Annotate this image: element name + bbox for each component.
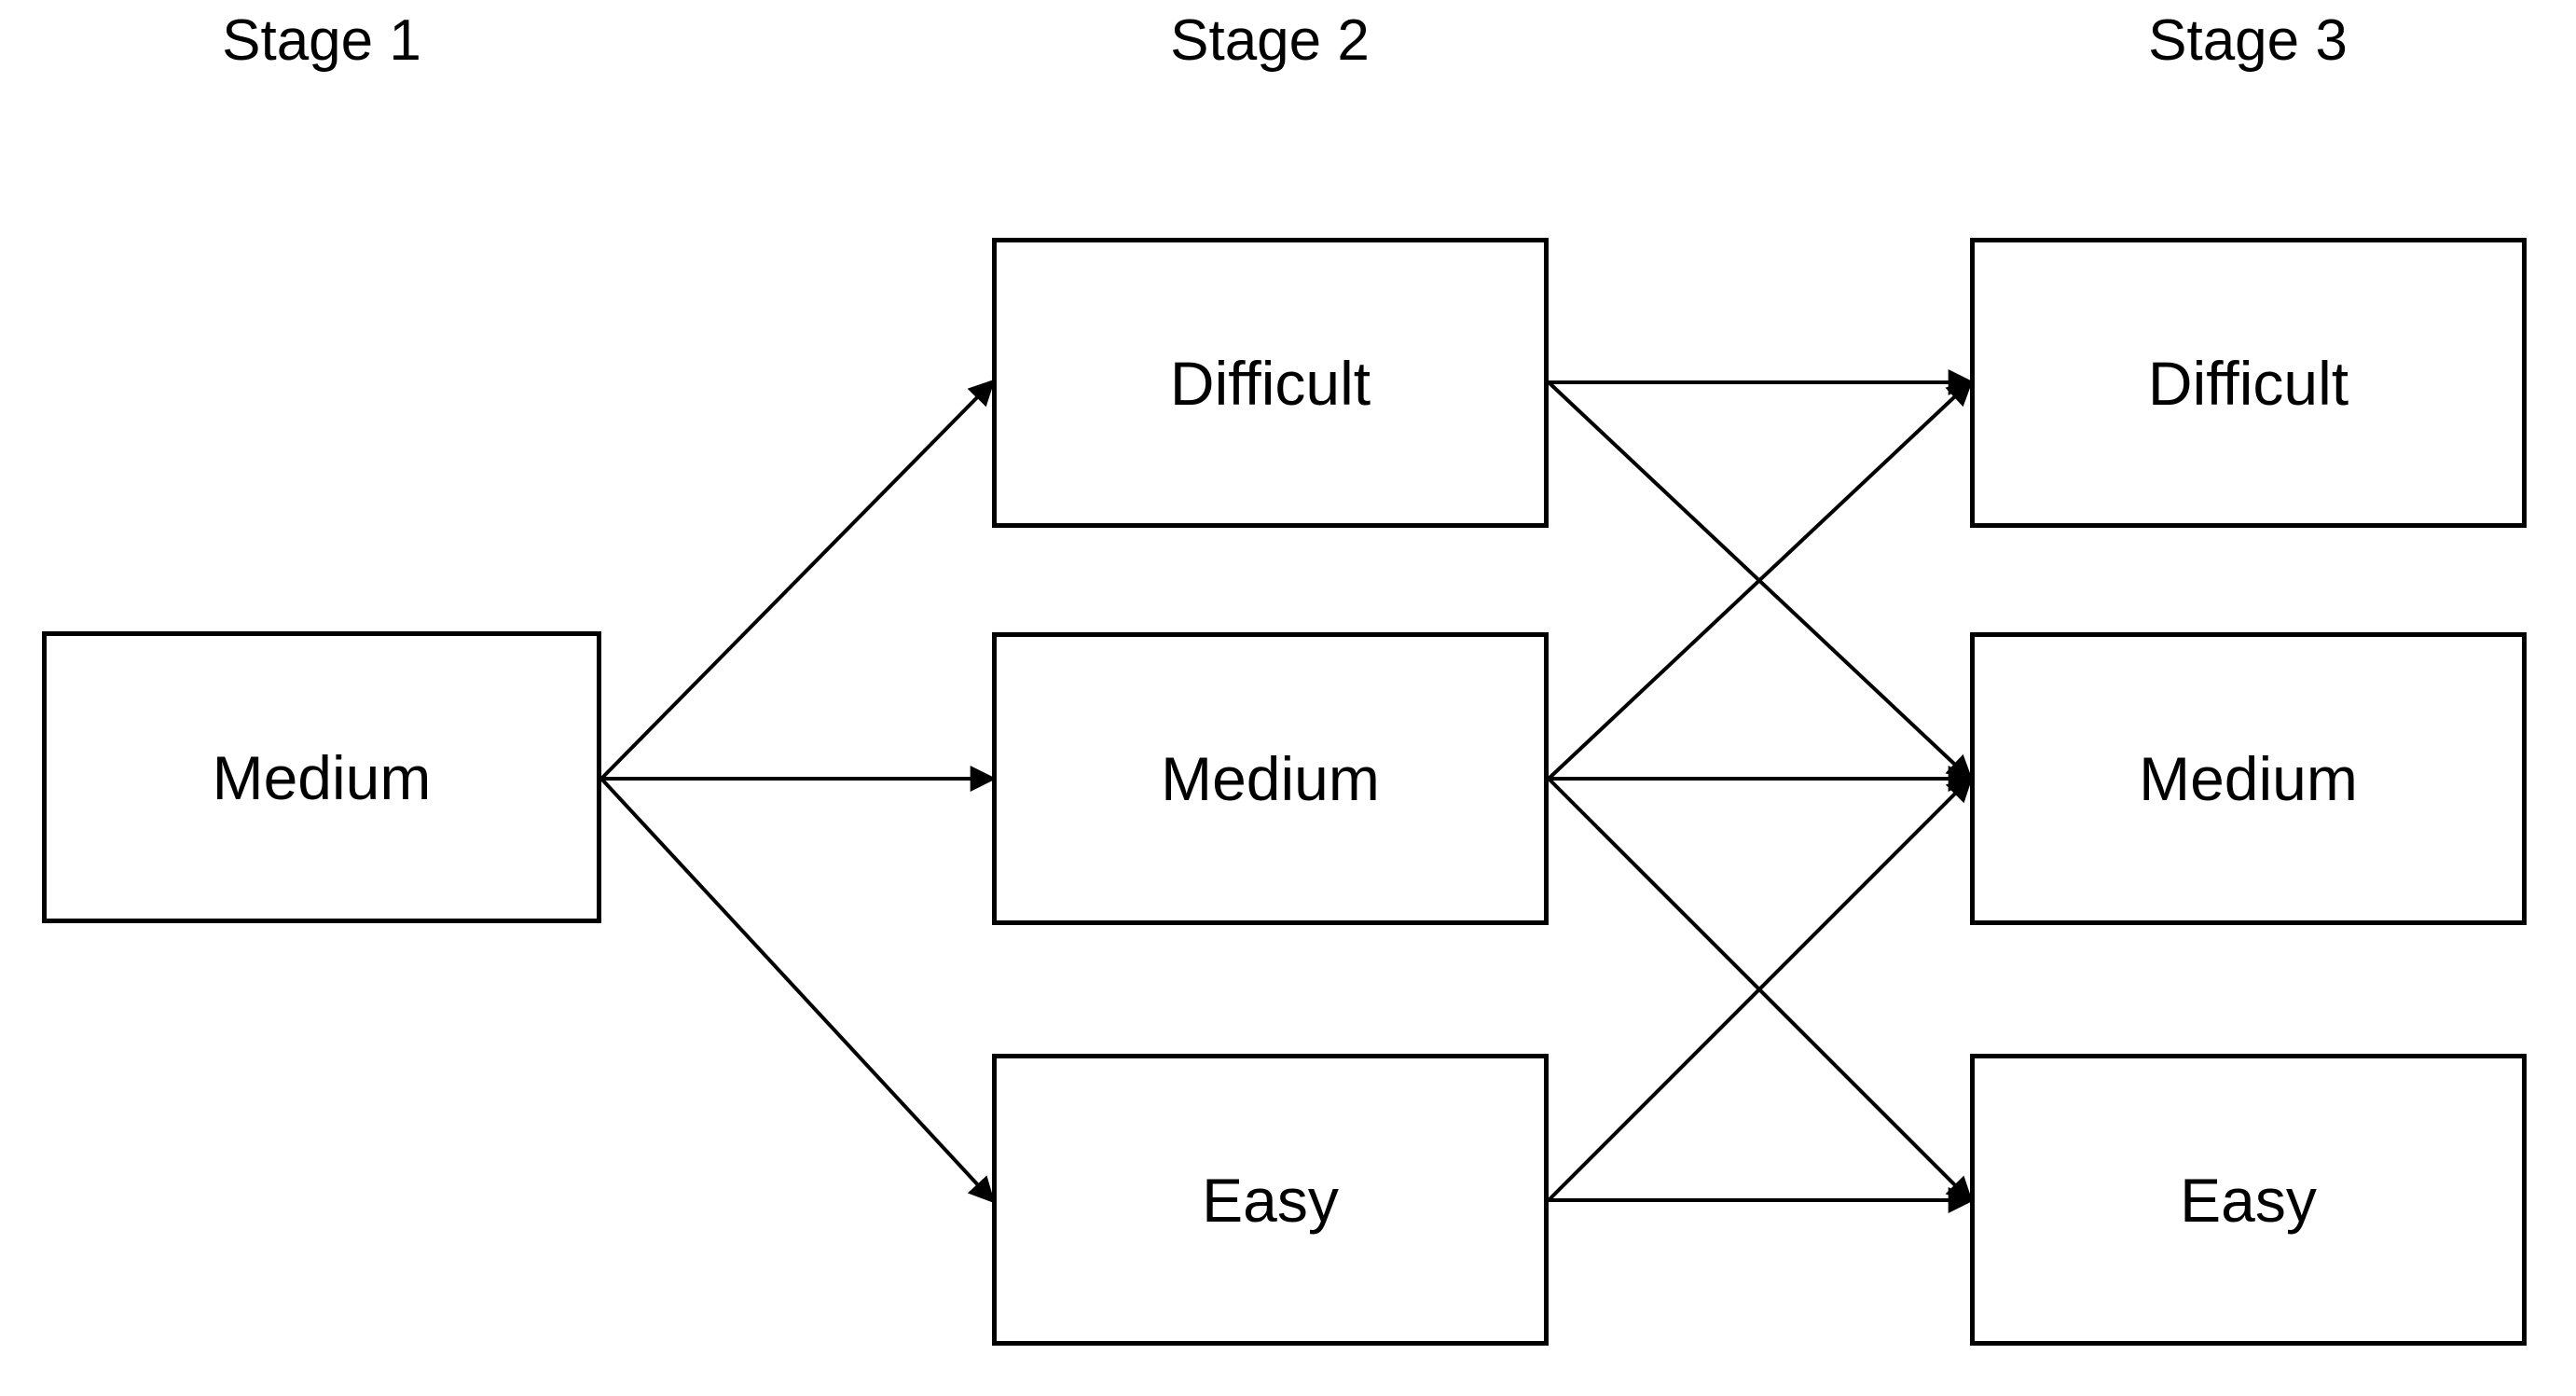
node-stage2-medium[interactable]: Medium: [992, 632, 1549, 925]
edge-s1-medium-to-s2-difficult: [599, 379, 996, 781]
node-stage1-medium[interactable]: Medium: [42, 631, 601, 923]
edge-s2-medium-to-s3-difficult: [1547, 379, 1974, 781]
node-label: Difficult: [2147, 348, 2349, 418]
node-label: Difficult: [1169, 348, 1371, 418]
node-stage3-difficult[interactable]: Difficult: [1970, 238, 2527, 528]
edge-s2-difficult-to-s3-medium: [1547, 380, 1974, 782]
node-label: Easy: [2180, 1165, 2317, 1235]
node-label: Medium: [1161, 744, 1380, 813]
edge-s2-easy-to-s3-medium: [1547, 775, 1974, 1202]
stage-header-3: Stage 3: [2148, 8, 2348, 73]
stage-header-2: Stage 2: [1170, 8, 1370, 73]
node-label: Medium: [2139, 744, 2358, 813]
node-stage3-medium[interactable]: Medium: [1970, 632, 2527, 925]
edge-s1-medium-to-s2-easy: [599, 777, 996, 1204]
node-label: Medium: [212, 742, 432, 812]
stage-header-1: Stage 1: [222, 8, 421, 73]
node-stage3-easy[interactable]: Easy: [1970, 1054, 2527, 1346]
node-stage2-difficult[interactable]: Difficult: [992, 238, 1549, 528]
edge-s2-medium-to-s3-easy: [1547, 777, 1974, 1204]
node-label: Easy: [1202, 1165, 1339, 1235]
node-stage2-easy[interactable]: Easy: [992, 1054, 1549, 1346]
